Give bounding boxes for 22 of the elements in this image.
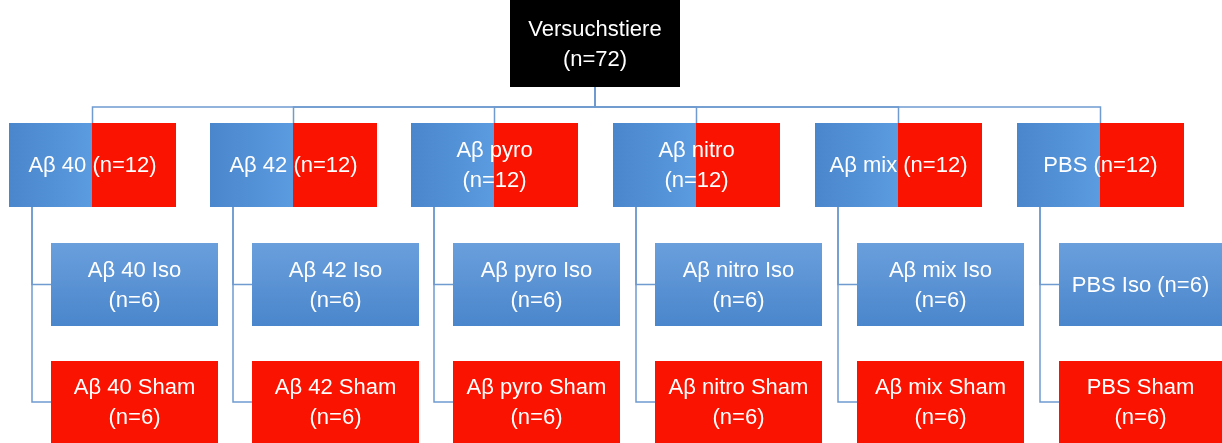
- iso-box: Aβ 42 Iso (n=6): [252, 243, 419, 326]
- group-box: Aβ 42 (n=12): [210, 123, 377, 207]
- iso-box: Aβ mix Iso (n=6): [857, 243, 1024, 326]
- sham-box: Aβ 40 Sham (n=6): [51, 361, 218, 443]
- iso-box: Aβ nitro Iso (n=6): [655, 243, 822, 326]
- group-box: Aβ mix (n=12): [815, 123, 982, 207]
- group-box: Aβ 40 (n=12): [9, 123, 176, 207]
- root-box: Versuchstiere (n=72): [510, 0, 680, 87]
- connector-line: [31, 206, 52, 403]
- sham-box: PBS Sham (n=6): [1059, 361, 1222, 443]
- connector-line: [635, 206, 656, 403]
- connector-line: [433, 206, 454, 403]
- iso-box: PBS Iso (n=6): [1059, 243, 1222, 326]
- sham-box: Aβ 42 Sham (n=6): [252, 361, 419, 443]
- iso-box: Aβ pyro Iso (n=6): [453, 243, 620, 326]
- connector-line: [837, 206, 858, 403]
- connector-line: [232, 206, 253, 403]
- sham-box: Aβ pyro Sham (n=6): [453, 361, 620, 443]
- sham-box: Aβ mix Sham (n=6): [857, 361, 1024, 443]
- sham-box: Aβ nitro Sham (n=6): [655, 361, 822, 443]
- iso-box: Aβ 40 Iso (n=6): [51, 243, 218, 326]
- connector-line: [1039, 206, 1060, 403]
